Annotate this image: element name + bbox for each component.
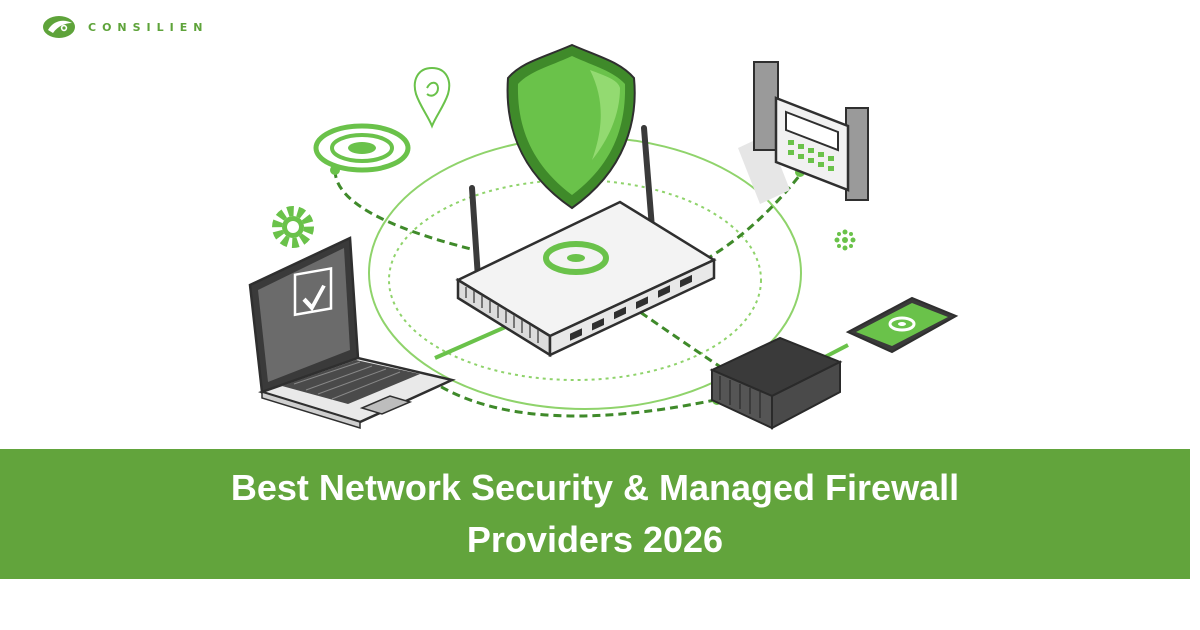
wifi-signal-icon (313, 123, 411, 173)
sparkle-icon (834, 229, 856, 251)
banner-title-line-1: Best Network Security & Managed Firewall (230, 467, 960, 508)
brand-name: CONSILIEN (88, 20, 209, 34)
shield-icon (506, 43, 636, 210)
firewall-device-icon (738, 61, 869, 204)
gear-icon (272, 206, 314, 248)
location-pin-icon (413, 66, 451, 129)
title-banner: Best Network Security & Managed Firewall… (0, 449, 1190, 579)
router-icon (455, 125, 717, 358)
leaf-logo-icon (43, 16, 75, 38)
banner-title-line-2: Providers 2026 (466, 519, 724, 560)
brand-logo[interactable]: CONSILIEN (42, 14, 208, 40)
server-icon (709, 336, 843, 430)
network-illustration (248, 43, 959, 430)
smartphone-icon (845, 296, 959, 354)
laptop-icon (248, 236, 456, 430)
